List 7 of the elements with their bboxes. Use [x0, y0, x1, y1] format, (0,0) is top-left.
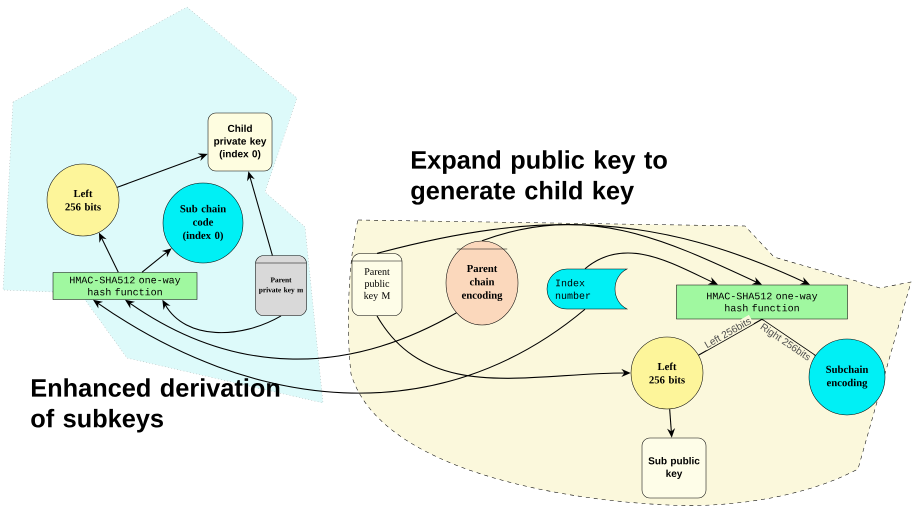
- hash-function-box: HMAC-SHA512 one-way hash function: [676, 284, 848, 320]
- section-heading: Enhanced derivation of subkeys: [31, 378, 280, 433]
- key-box: Child private key (index 0): [208, 112, 272, 172]
- section-heading: Expand public key to generate child key: [411, 150, 667, 205]
- key-box: Parent public key M: [352, 253, 402, 316]
- hash-function-box: HMAC-SHA512 one-way hash function: [52, 272, 198, 300]
- key-box: Sub public key: [642, 438, 706, 498]
